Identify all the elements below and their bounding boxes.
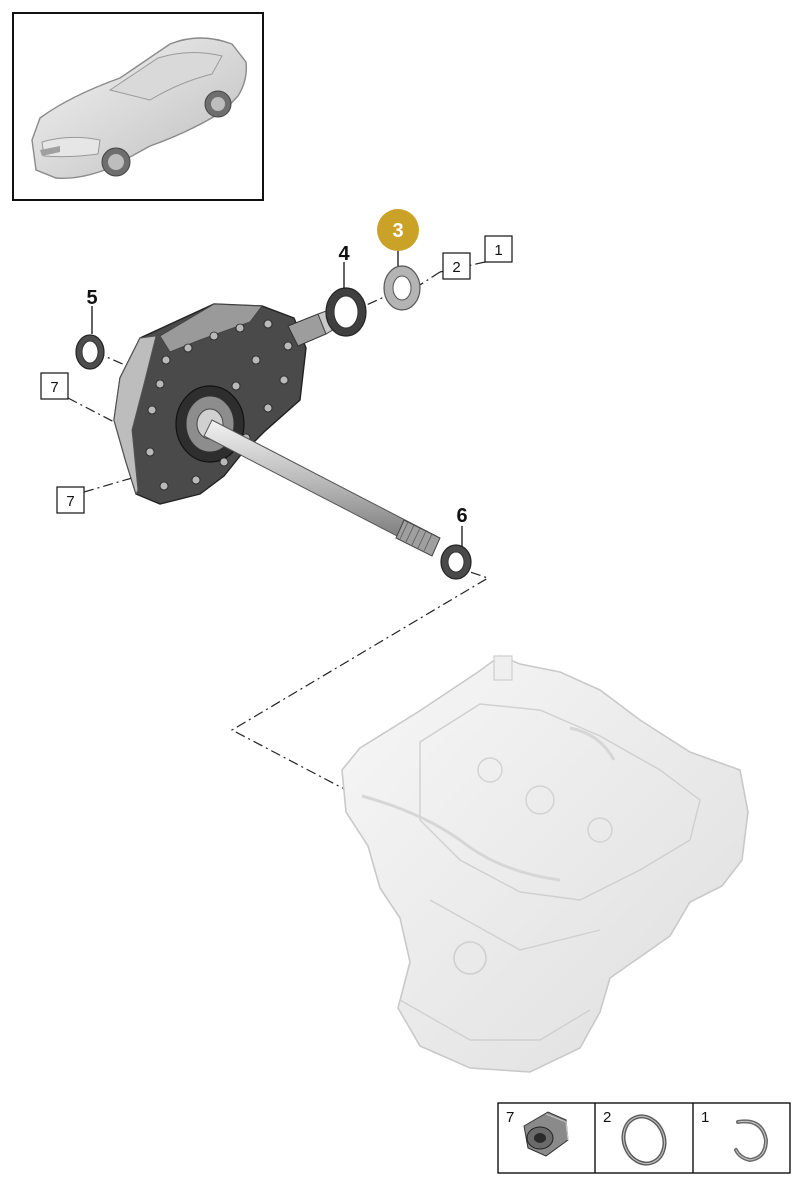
legend-item-2[interactable]: 2	[603, 1109, 671, 1169]
parts-legend: 7 2 1	[497, 1102, 791, 1174]
washer-3	[383, 265, 421, 311]
callout-6: 6	[456, 505, 467, 527]
legend-item-7[interactable]: 7	[506, 1109, 569, 1157]
seal-ring-6	[440, 544, 472, 580]
screw-plug-icon	[523, 1111, 569, 1157]
callout-3-highlight[interactable]: 3	[377, 209, 419, 251]
ref-box-7-upper-label: 7	[50, 379, 58, 396]
legend-number-7: 7	[506, 1109, 514, 1126]
legend-item-1[interactable]: 1	[701, 1109, 769, 1163]
legend-number-2: 2	[603, 1109, 611, 1126]
ref-box-1-label: 1	[494, 242, 502, 259]
ref-box-2-label: 2	[452, 259, 460, 276]
callout-3: 3	[392, 220, 403, 242]
circlip-icon	[734, 1119, 769, 1163]
ref-box-7-upper[interactable]: 7	[40, 372, 69, 400]
engine-block	[341, 655, 749, 1073]
legend-number-1: 1	[701, 1109, 709, 1126]
vehicle-thumbnail	[12, 12, 264, 201]
ref-box-1[interactable]: 1	[484, 235, 513, 263]
ref-box-2[interactable]: 2	[442, 252, 471, 280]
seal-ring-5	[75, 334, 105, 370]
o-ring-icon	[621, 1114, 667, 1166]
highlight-badge	[377, 209, 419, 251]
seal-ring-4	[325, 287, 367, 337]
callout-5: 5	[86, 287, 97, 309]
callout-4: 4	[338, 243, 350, 265]
car-icon	[31, 37, 248, 179]
ref-box-7-lower-label: 7	[66, 493, 74, 510]
drive-shaft	[203, 419, 441, 557]
ref-box-7-lower[interactable]: 7	[56, 486, 85, 514]
